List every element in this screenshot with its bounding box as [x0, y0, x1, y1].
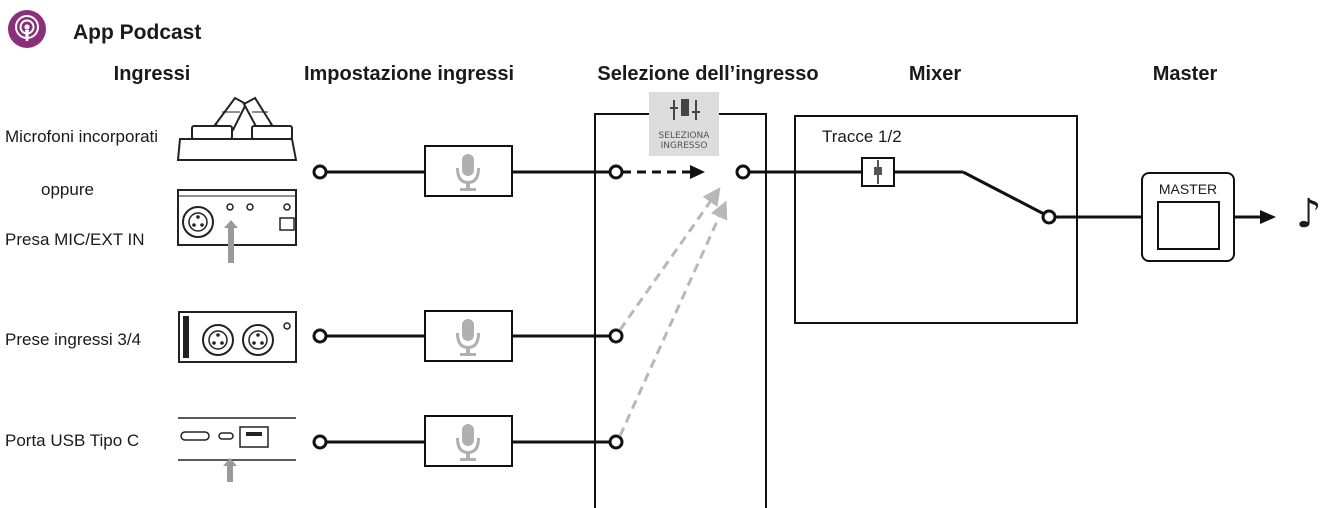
track-fader-icon	[861, 157, 895, 187]
select-input-button: SELEZIONA INGRESSO	[649, 92, 719, 156]
mixer-track-label: Tracce 1/2	[822, 127, 902, 146]
mixer-output-node	[1041, 209, 1057, 225]
fader-selector-icon	[670, 99, 700, 120]
microphone-icon	[456, 154, 480, 191]
usb-c-device-image	[178, 417, 296, 482]
master-meter-icon	[1157, 201, 1220, 250]
master-label: MASTER	[1159, 181, 1217, 197]
builtin-mics-device-image	[176, 96, 298, 161]
input-label-usb-c: Porta USB Tipo C	[5, 431, 140, 450]
select-input-label-1: SELEZIONA	[659, 131, 711, 141]
music-note-icon: ♪	[1296, 191, 1322, 237]
mixer-switch-line	[962, 170, 1045, 216]
output-arrow-icon	[1260, 210, 1276, 224]
select-input-label-2: INGRESSO	[661, 141, 708, 151]
mic-ext-in-device-image	[177, 189, 297, 263]
column-heading-master: Master	[1152, 63, 1218, 85]
input-label-mic-ext-in: Presa MIC/EXT IN	[5, 230, 145, 249]
selector-output-node	[735, 164, 751, 180]
microphone-icon	[456, 424, 480, 461]
input-label-builtin-mics: Microfoni incorporati	[5, 127, 159, 146]
input-label-or: oppure	[41, 180, 94, 199]
microphone-icon	[456, 319, 480, 356]
active-selection-path	[622, 165, 705, 179]
column-heading-mixer: Mixer	[908, 63, 962, 85]
mixer-box	[794, 115, 1078, 324]
inactive-selection-paths	[618, 187, 728, 437]
inputs-34-device-image	[178, 311, 297, 363]
column-heading-input-selection: Selezione dell’ingresso	[597, 63, 819, 85]
podcast-app-icon	[8, 10, 46, 48]
column-heading-input-settings: Impostazione ingressi	[303, 63, 515, 85]
input-label-inputs-34: Prese ingressi 3/4	[5, 330, 142, 349]
app-title: App Podcast	[73, 21, 202, 44]
podcast-icon	[15, 15, 39, 41]
column-heading-inputs: Ingressi	[113, 63, 191, 85]
